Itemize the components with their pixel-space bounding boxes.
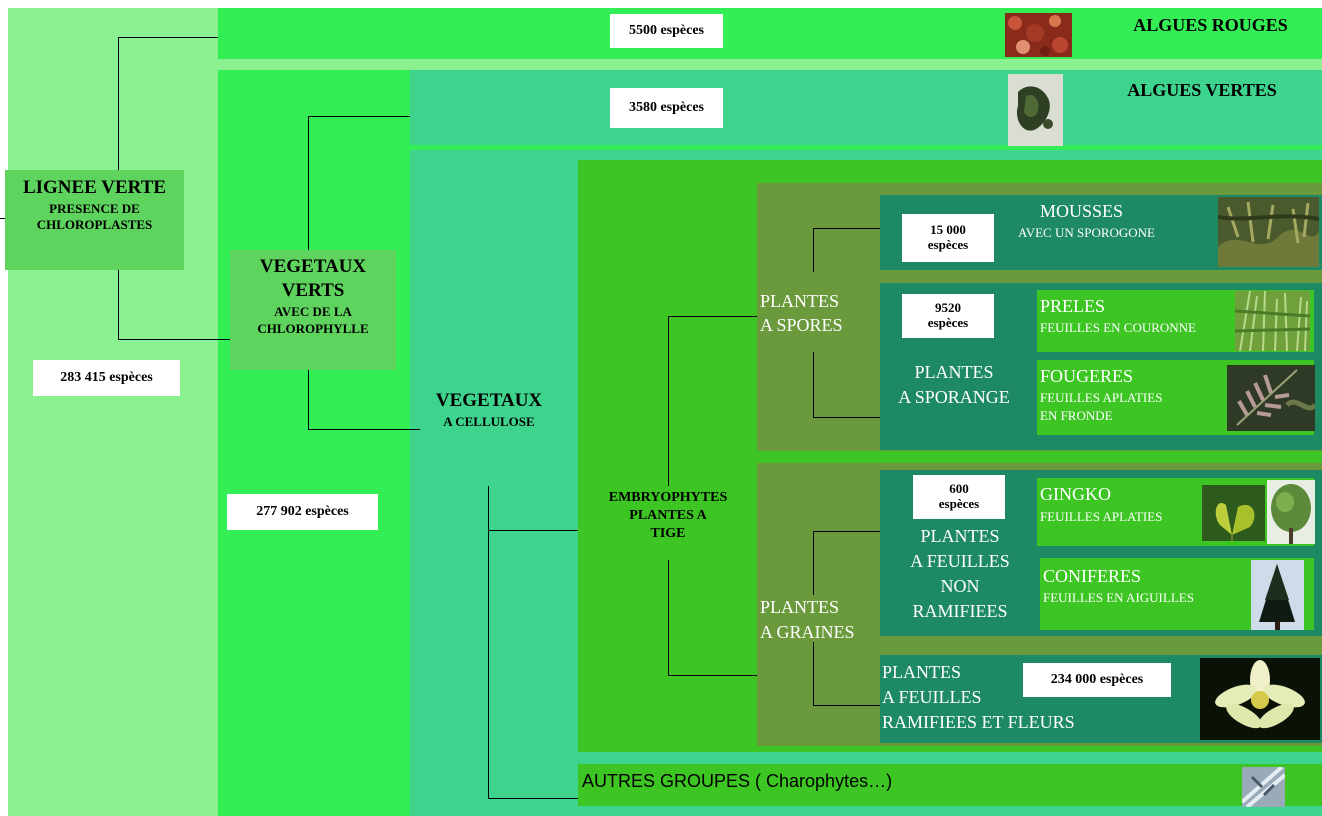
sporange-count: 9520 espèces (902, 294, 994, 338)
charophyte-photo (1242, 767, 1285, 807)
fougeres-desc: FEUILLES APLATIES (1040, 390, 1163, 405)
connector-line (813, 531, 880, 532)
algues-rouges-title: ALGUES ROUGES (1133, 15, 1288, 35)
mousses-count-unit: espèces (927, 237, 969, 252)
connector-line (308, 429, 420, 430)
fern-photo (1227, 365, 1315, 431)
vegetaux-cellulose-title: VEGETAUX (435, 390, 543, 411)
vegetaux-verts-title: VEGETAUX (259, 256, 367, 277)
non-ramifiees-label: NON (940, 576, 980, 596)
connector-line (118, 37, 218, 38)
gingko-title: GINGKO (1040, 484, 1111, 504)
connector-line (813, 642, 814, 706)
mousses-title: MOUSSES (1040, 201, 1124, 221)
connector-line (118, 339, 230, 340)
plantes-sporange-label: A SPORANGE (898, 387, 1010, 407)
preles-title: PRELES (1040, 296, 1106, 316)
plantes-sporange-label: PLANTES (914, 362, 994, 382)
vegetaux-verts-label-box (230, 250, 396, 370)
separator-band (218, 59, 1322, 70)
connector-line (308, 116, 309, 250)
algues-rouges-count: 5500 espèces (610, 14, 723, 48)
connector-line (813, 531, 814, 595)
algues-vertes-count: 3580 espèces (610, 88, 723, 128)
ramifiees-label: PLANTES (882, 662, 962, 682)
preles-desc: FEUILLES EN COURONNE (1040, 320, 1196, 335)
non-ramifiees-count-value: 600 (949, 481, 969, 497)
plantes-spores-label: PLANTES (760, 291, 840, 311)
conifer-photo (1251, 560, 1304, 630)
embryophytes-title: EMBRYOPHYTES (608, 490, 728, 505)
plantes-spores-label: A SPORES (760, 315, 843, 335)
plantes-graines-label: A GRAINES (760, 622, 855, 642)
coniferes-desc: FEUILLES EN AIGUILLES (1043, 590, 1194, 605)
connector-line (488, 530, 578, 531)
connector-line (488, 486, 489, 799)
autres-groupes-label: AUTRES GROUPES ( Charophytes…) (582, 771, 893, 791)
algues-vertes-title: ALGUES VERTES (1127, 80, 1277, 100)
connector-line (0, 218, 8, 219)
vegetaux-verts-subtitle: AVEC DE LA (274, 304, 352, 319)
non-ramifiees-count: 600 espèces (913, 475, 1005, 519)
vegetaux-cellulose-subtitle: A CELLULOSE (443, 414, 535, 429)
connector-line (813, 417, 880, 418)
autres-groupes-band (578, 764, 1322, 806)
sporange-count-value: 9520 (935, 300, 961, 316)
mousses-count: 15 000 espèces (902, 214, 994, 262)
ramifiees-count: 234 000 espèces (1023, 663, 1171, 697)
mousses-count-value: 15 000 (930, 222, 966, 238)
sporange-count-unit: espèces (927, 315, 969, 330)
connector-line (813, 705, 880, 706)
connector-line (813, 228, 880, 229)
embryophytes-subtitle: PLANTES A (629, 508, 707, 523)
lignee-verte-subtitle: PRESENCE DE (49, 201, 140, 216)
ginkgo-leaf-photo (1202, 485, 1265, 541)
connector-line (668, 560, 669, 676)
connector-line (308, 116, 410, 117)
vegetaux-verts-count: 277 902 espèces (227, 494, 378, 530)
connector-line (668, 316, 757, 317)
connector-line (668, 316, 669, 486)
ramifiees-label: RAMIFIEES ET FLEURS (882, 712, 1075, 732)
non-ramifiees-count-unit: espèces (938, 496, 980, 511)
lignee-verte-title: LIGNEE VERTE (22, 177, 167, 198)
moss-photo (1218, 197, 1319, 267)
ramifiees-label: A FEUILLES (882, 687, 982, 707)
vegetaux-verts-subtitle: CHLOROPHYLLE (257, 321, 369, 336)
algues-rouges-band (218, 8, 1322, 59)
horsetail-photo (1235, 291, 1310, 351)
green-algae-photo (1008, 74, 1063, 146)
non-ramifiees-label: PLANTES (920, 526, 1000, 546)
lignee-verte-panel (8, 8, 218, 816)
connector-line (488, 798, 578, 799)
fougeres-desc: EN FRONDE (1040, 408, 1113, 423)
connector-line (118, 270, 119, 340)
vegetaux-verts-title: VERTS (281, 280, 345, 301)
flower-photo (1200, 658, 1320, 740)
embryophytes-subtitle: TIGE (650, 526, 686, 541)
gingko-desc: FEUILLES APLATIES (1040, 509, 1163, 524)
ginkgo-tree-photo (1267, 480, 1315, 544)
connector-line (118, 37, 119, 172)
non-ramifiees-label: RAMIFIEES (912, 601, 1008, 621)
plantes-graines-label: PLANTES (760, 597, 840, 617)
lignee-verte-count: 283 415 espèces (33, 360, 180, 396)
connector-line (813, 228, 814, 272)
connector-line (813, 352, 814, 418)
lignee-verte-subtitle: CHLOROPLASTES (36, 217, 153, 232)
lignee-verte-label-box (5, 170, 184, 270)
algues-vertes-band (410, 70, 1322, 145)
non-ramifiees-label: A FEUILLES (910, 551, 1010, 571)
coniferes-title: CONIFERES (1043, 566, 1142, 586)
mousses-desc: AVEC UN SPOROGONE (1018, 225, 1156, 240)
connector-line (308, 370, 309, 430)
connector-line (668, 675, 757, 676)
fougeres-title: FOUGERES (1040, 366, 1134, 386)
red-algae-photo (1005, 13, 1072, 57)
